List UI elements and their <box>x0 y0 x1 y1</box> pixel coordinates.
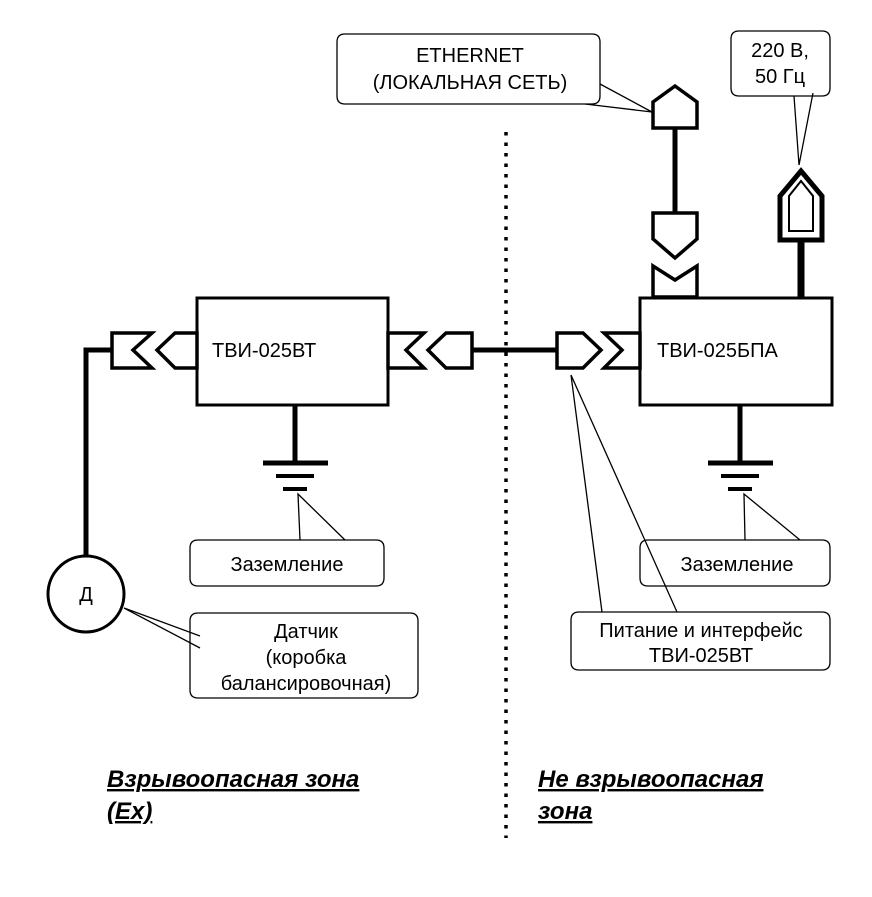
interface-label-line1: Питание и интерфейс <box>599 620 802 642</box>
sensor-label-line3: балансировочная) <box>221 673 392 695</box>
ground-symbol-right <box>708 405 773 491</box>
ethernet-label-line2: (ЛОКАЛЬНАЯ СЕТЬ) <box>373 72 568 94</box>
ethernet-callout: ETHERNET (ЛОКАЛЬНАЯ СЕТЬ) <box>336 33 653 113</box>
ethernet-plug-connector <box>651 83 699 130</box>
power-label-line1: 220 В, <box>751 40 809 62</box>
ethernet-socket-upper <box>651 211 699 261</box>
device-tvi-025vt <box>195 296 390 407</box>
left-device-output-socket <box>386 331 429 370</box>
power-plug-inner <box>788 179 814 232</box>
sensor-symbol: Д <box>79 584 93 606</box>
right-device-input-plug <box>555 331 604 370</box>
left-device-input-socket <box>110 331 157 370</box>
safe-zone-label-line2: зона <box>538 798 592 825</box>
ground-symbol-left <box>263 405 328 491</box>
power-callout: 220 В, 50 Гц <box>730 30 831 166</box>
interface-label-line2: ТВИ-025ВТ <box>649 645 753 667</box>
sensor-cable <box>83 347 112 556</box>
ground-right-label: Заземление <box>681 554 794 576</box>
sensor-label-line1: Датчик <box>274 621 338 643</box>
ground-callout-right: Заземление <box>639 492 831 587</box>
left-device-output-plug <box>425 331 474 370</box>
sensor-circle <box>46 554 126 634</box>
sensor-callout: Датчик (коробка балансировочная) <box>123 607 419 699</box>
ethernet-socket-lower <box>651 262 699 299</box>
device-tvi-025bpa-label: ТВИ-025БПА <box>657 340 778 362</box>
right-device-input-socket <box>599 331 642 370</box>
sensor-label-line2: (коробка <box>266 647 348 669</box>
device-tvi-025vt-label: ТВИ-025ВТ <box>212 340 316 362</box>
power-label-line2: 50 Гц <box>755 66 805 88</box>
interface-callout: Питание и интерфейс ТВИ-025ВТ <box>570 374 831 671</box>
ground-callout-left: Заземление <box>189 492 385 587</box>
ethernet-label-line1: ETHERNET <box>416 45 524 67</box>
safe-zone-label-line1: Не взрывоопасная <box>538 766 763 793</box>
hazard-zone-label-line2: (Ex) <box>107 798 152 825</box>
ground-left-label: Заземление <box>231 554 344 576</box>
left-device-input-plug <box>154 331 199 370</box>
hazard-zone-label-line1: Взрывоопасная зона <box>107 766 359 793</box>
